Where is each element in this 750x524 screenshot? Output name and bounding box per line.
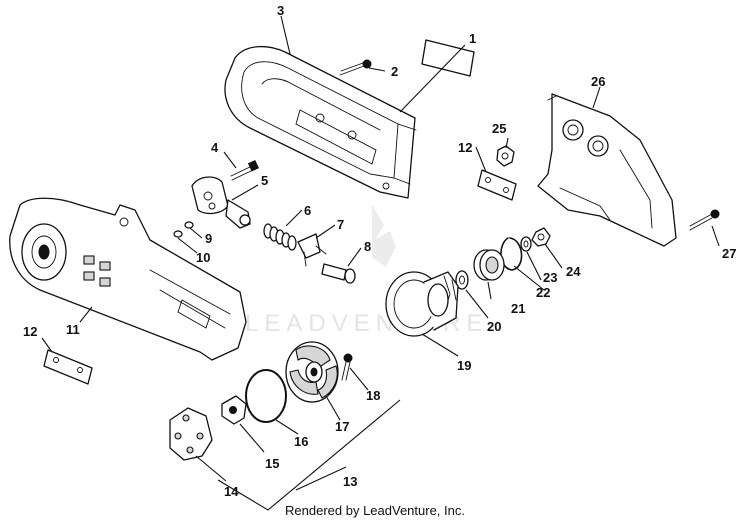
part-label-26: 26 — [591, 74, 605, 89]
clutch-spring-part-16 — [245, 369, 287, 423]
screw-part-4 — [230, 160, 259, 181]
spring-part-6 — [263, 223, 297, 251]
part-label-16: 16 — [294, 434, 308, 449]
bushing-part-20 — [455, 270, 469, 290]
bearing-part-21 — [473, 249, 505, 281]
screw-part-18 — [341, 353, 353, 381]
part-label-17: 17 — [335, 419, 349, 434]
nut-part-24 — [531, 227, 551, 247]
nut-part-10 — [173, 230, 183, 238]
assembly-bracket-part-13 — [217, 399, 401, 511]
washer-part-23 — [520, 236, 532, 252]
clutch-assembly-part-17 — [285, 341, 339, 403]
part-label-8: 8 — [364, 239, 371, 254]
snap-ring-part-22 — [500, 237, 523, 271]
part-label-9: 9 — [205, 231, 212, 246]
screw-part-2 — [339, 59, 372, 76]
plate-part-12-upper — [477, 169, 517, 201]
footer-credit: Rendered by LeadVenture, Inc. — [285, 503, 465, 518]
clutch-hub-part-15 — [221, 395, 247, 425]
part-label-24: 24 — [566, 264, 581, 279]
part-label-27: 27 — [722, 246, 736, 261]
guide-housing-part-11 — [9, 197, 247, 361]
part-labels: 1 2 3 4 5 6 7 8 9 10 11 12 12 13 14 15 1… — [23, 3, 736, 499]
part-label-1: 1 — [469, 31, 476, 46]
adjuster-screw-part-8 — [321, 263, 356, 284]
belt-cover-part-3 — [224, 46, 417, 199]
part-label-10: 10 — [196, 250, 210, 265]
part-label-12-lower: 12 — [23, 324, 37, 339]
part-label-13: 13 — [343, 474, 357, 489]
part-label-2: 2 — [391, 64, 398, 79]
part-label-11: 11 — [66, 322, 80, 337]
part-label-25: 25 — [492, 121, 506, 136]
part-label-19: 19 — [457, 358, 471, 373]
decal-part-1 — [421, 39, 475, 77]
part-label-21: 21 — [511, 301, 525, 316]
leader-lines — [41, 15, 720, 482]
part-label-14: 14 — [224, 484, 239, 499]
part-label-15: 15 — [265, 456, 279, 471]
plunger-part-7 — [297, 233, 327, 267]
part-label-5: 5 — [261, 173, 268, 188]
bolt-part-27 — [689, 209, 720, 231]
plate-part-12-lower — [43, 349, 93, 385]
part-label-4: 4 — [211, 140, 219, 155]
part-label-20: 20 — [487, 319, 501, 334]
part-label-3: 3 — [277, 3, 284, 18]
part-label-23: 23 — [543, 270, 557, 285]
clutch-drum-part-19 — [385, 271, 459, 337]
drive-plate-part-14 — [169, 407, 213, 461]
part-label-22: 22 — [536, 285, 550, 300]
part-label-12-upper: 12 — [458, 140, 472, 155]
oil-pump-part-5 — [191, 176, 251, 229]
nut-part-25 — [496, 145, 515, 167]
side-cover-part-26 — [537, 93, 677, 247]
part-label-7: 7 — [337, 217, 344, 232]
part-label-18: 18 — [366, 388, 380, 403]
washer-part-9 — [184, 221, 194, 229]
part-label-6: 6 — [304, 203, 311, 218]
